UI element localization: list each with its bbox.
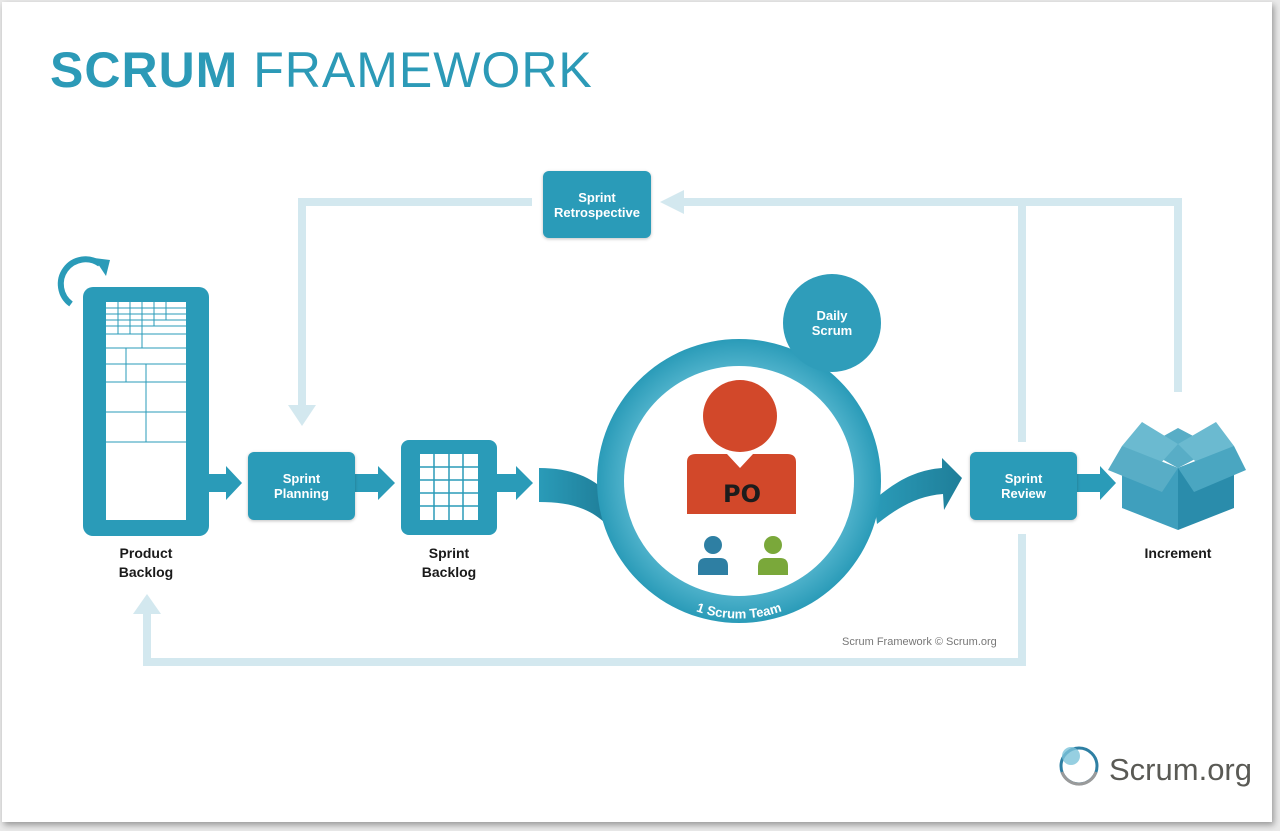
title-light: FRAMEWORK bbox=[253, 42, 593, 98]
swoosh-in bbox=[539, 468, 607, 522]
page-title: SCRUM FRAMEWORK bbox=[50, 40, 593, 100]
arrow-to-product-backlog bbox=[133, 594, 161, 614]
ring-label: 1 Scrum Team bbox=[695, 600, 783, 622]
sprint-backlog-icon bbox=[401, 440, 497, 535]
title-bold: SCRUM bbox=[50, 42, 239, 98]
sprint-backlog-label: Sprint Backlog bbox=[399, 544, 499, 582]
scrum-diagram: 1 Scrum Team bbox=[57, 190, 1246, 786]
framework-page: SCRUM FRAMEWORK bbox=[2, 2, 1272, 822]
sprint-retrospective-line2: Retrospective bbox=[554, 204, 640, 220]
scrum-org-logo-text: Scrum.org bbox=[1109, 752, 1252, 788]
team-member-green-icon bbox=[758, 536, 788, 575]
sprint-planning-line1: Sprint bbox=[282, 471, 321, 486]
sprint-review-line1: Sprint bbox=[1004, 471, 1043, 486]
po-label: PO bbox=[723, 480, 761, 508]
arrow-to-retrospective bbox=[660, 190, 684, 214]
team-member-blue-icon bbox=[698, 536, 728, 575]
product-backlog-line2: Backlog bbox=[118, 564, 174, 580]
swoosh-out bbox=[874, 458, 962, 524]
sprint-retrospective-line1: Sprint bbox=[578, 189, 616, 205]
daily-scrum-line1: Daily bbox=[816, 308, 848, 323]
product-backlog-label: Product Backlog bbox=[96, 544, 196, 582]
daily-scrum-circle[interactable]: Daily Scrum bbox=[783, 274, 881, 372]
flow-arrows bbox=[209, 466, 1116, 500]
product-backlog-line1: Product bbox=[119, 545, 173, 561]
scrum-org-logo-icon bbox=[1059, 746, 1099, 786]
logo-suffix: .org bbox=[1198, 752, 1252, 787]
product-owner-figure bbox=[687, 380, 796, 514]
copyright-text: Scrum Framework © Scrum.org bbox=[842, 636, 997, 648]
increment-box-icon bbox=[1108, 422, 1246, 530]
sprint-planning-line2: Planning bbox=[274, 486, 329, 501]
arrow-to-planning bbox=[288, 405, 316, 426]
sprint-backlog-line1: Sprint bbox=[428, 545, 470, 561]
sprint-review-line2: Review bbox=[1001, 486, 1046, 501]
increment-label: Increment bbox=[1144, 545, 1212, 561]
logo-name: Scrum bbox=[1109, 752, 1199, 787]
daily-scrum-line2: Scrum bbox=[811, 323, 853, 338]
product-backlog-icon bbox=[57, 256, 209, 536]
sprint-backlog-line2: Backlog bbox=[421, 564, 477, 580]
retrospective-loop bbox=[143, 198, 1182, 666]
